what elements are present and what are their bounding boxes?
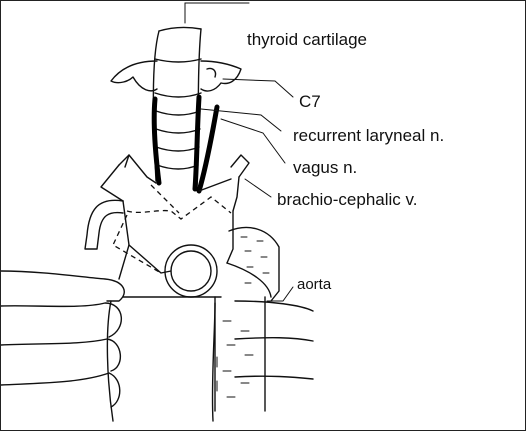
hidden-outline-mid <box>151 185 179 213</box>
aorta-ring-inner <box>171 251 211 291</box>
right-vein-side <box>233 177 239 211</box>
label-c7: C7 <box>299 93 321 110</box>
descending-aorta-outline <box>215 297 265 411</box>
right-hand-top <box>227 263 271 297</box>
leader-brachio <box>245 179 271 197</box>
leader-thyroid <box>185 3 249 23</box>
left-finger-1 <box>1 271 124 301</box>
vagus-nerve <box>199 107 217 191</box>
right-finger-1 <box>235 301 313 311</box>
hidden-outline-upper <box>127 197 231 219</box>
left-hand-wrist <box>119 245 129 279</box>
c7-vertebra <box>111 61 241 91</box>
c7-left-process <box>111 61 157 91</box>
right-finger-3 <box>235 376 313 379</box>
label-aorta: aorta <box>297 277 331 292</box>
label-brachiocephalic-vein: brachio-cephalic v. <box>277 191 417 208</box>
trachea <box>153 27 201 186</box>
right-recurrent-nerve <box>195 97 199 189</box>
trachea-ring <box>156 111 200 115</box>
aorta-ring-outer <box>165 245 217 297</box>
left-hand-edge <box>107 301 113 421</box>
left-vein-upper <box>119 155 156 183</box>
left-finger-4 <box>1 373 120 407</box>
left-subclavian-vessel <box>85 200 123 249</box>
left-finger-2 <box>1 303 121 337</box>
label-thyroid-cartilage: thyroid cartilage <box>247 31 367 48</box>
aortic-arch <box>165 228 279 301</box>
right-vein-cut <box>231 155 249 177</box>
trachea-ring <box>156 147 199 151</box>
right-finger-2 <box>235 338 313 341</box>
leader-c7 <box>223 79 293 97</box>
trachea-ring <box>155 93 201 97</box>
descending-aorta-shading <box>217 321 253 397</box>
left-finger-3 <box>1 339 120 371</box>
trachea-ring <box>155 59 201 62</box>
trachea-ring <box>156 129 200 133</box>
leader-vagus <box>221 119 285 163</box>
left-vein-lower <box>101 165 123 201</box>
label-vagus-nerve: vagus n. <box>293 159 357 176</box>
right-block-edge <box>227 211 233 263</box>
descending-aorta <box>215 297 265 411</box>
trachea-ring <box>157 165 198 169</box>
c7-right-process <box>201 61 241 91</box>
aortic-arch-outline <box>229 228 279 301</box>
label-recurrent-laryngeal-nerve: recurrent laryneal n. <box>293 127 444 144</box>
c7-right-notch <box>207 68 216 77</box>
trachea-top <box>159 27 201 31</box>
hidden-outline-left <box>113 215 161 273</box>
